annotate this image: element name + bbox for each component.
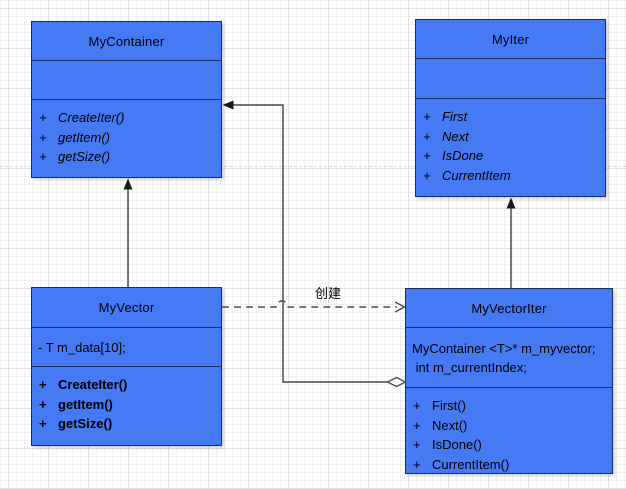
open-arrowhead-right-icon <box>394 301 407 313</box>
visibility-symbol: + <box>423 128 431 144</box>
class-methods: + First() + Next() + IsDone() + CurrentItem(… <box>406 388 612 474</box>
visibility-symbol: + <box>413 417 421 433</box>
arrowhead-up-icon <box>506 197 516 209</box>
aggregation-line[interactable] <box>232 104 388 383</box>
class-box-myiter[interactable]: MyIter + First + Next + IsDone + CurrentItem <box>415 19 606 197</box>
visibility-symbol: + <box>423 109 431 124</box>
arrowhead-up-icon <box>123 178 133 190</box>
visibility-symbol: + <box>39 416 47 431</box>
class-methods: + CreateIter() + getItem() + getSize() <box>32 100 221 167</box>
method-row: + IsDone <box>423 146 605 166</box>
class-attributes: MyContainer <T>* m_myvector; int m_curre… <box>406 328 612 388</box>
attribute-row: MyContainer <T>* m_myvector; <box>412 340 596 356</box>
class-name: MyContainer <box>32 22 221 61</box>
class-box-myvectoriter[interactable]: MyVectorIter MyContainer <T>* m_myvector… <box>405 288 613 474</box>
method-name: Next <box>442 128 469 144</box>
class-box-myvector[interactable]: MyVector - T m_data[10]; + CreateIter() +… <box>31 287 222 446</box>
visibility-symbol: + <box>413 456 421 472</box>
method-row: + CurrentItem() <box>413 455 612 475</box>
method-row: + CreateIter() <box>39 375 221 395</box>
class-methods: + CreateIter() + getItem() + getSize() <box>32 367 221 434</box>
method-row: + getItem() <box>39 395 221 415</box>
class-name: MyIter <box>416 20 605 59</box>
class-box-mycontainer[interactable]: MyContainer + CreateIter() + getItem() + ge… <box>31 21 222 178</box>
method-name: CreateIter() <box>58 377 128 392</box>
visibility-symbol: + <box>39 149 47 164</box>
method-row: + getSize() <box>39 147 221 167</box>
visibility-symbol: + <box>423 148 431 163</box>
method-row: + getSize() <box>39 414 221 434</box>
visibility-symbol: + <box>413 437 421 452</box>
method-name: getSize() <box>58 149 111 164</box>
arrowhead-left-icon <box>222 100 234 110</box>
method-row: + IsDone() <box>413 435 612 455</box>
method-name: CreateIter() <box>58 110 125 125</box>
method-name: IsDone <box>442 148 484 163</box>
method-row: + Next <box>423 127 605 147</box>
aggregation-myvectoriter-mycontainer[interactable] <box>222 100 407 388</box>
visibility-symbol: + <box>413 398 421 413</box>
method-row: + First <box>423 107 605 127</box>
dependency-myvector-myvectoriter[interactable] <box>222 300 407 313</box>
aggregation-diamond-icon <box>386 376 407 388</box>
method-row: + First() <box>413 396 612 416</box>
dependency-label: 创建 <box>315 286 342 301</box>
method-row: + CreateIter() <box>39 108 221 128</box>
method-row: + CurrentItem <box>423 166 605 186</box>
generalization-myvectoriter-myiter[interactable] <box>506 197 516 289</box>
visibility-symbol: + <box>423 167 431 183</box>
visibility-symbol: + <box>39 377 47 392</box>
visibility-symbol: + <box>39 129 47 145</box>
attribute-row: int m_currentIndex; <box>412 359 527 375</box>
method-name: CurrentItem <box>442 167 511 183</box>
method-name: getSize() <box>58 416 113 431</box>
visibility-symbol: + <box>39 396 47 412</box>
method-row: + Next() <box>413 416 612 436</box>
method-name: CurrentItem() <box>432 456 510 472</box>
class-attributes <box>32 61 221 100</box>
class-methods: + First + Next + IsDone + CurrentItem <box>416 99 605 185</box>
method-name: First() <box>432 398 466 413</box>
method-row: + getItem() <box>39 128 221 148</box>
method-name: IsDone() <box>432 437 482 452</box>
visibility-symbol: + <box>39 110 47 125</box>
generalization-myvector-mycontainer[interactable] <box>123 178 133 288</box>
method-name: Next() <box>432 417 468 433</box>
class-attributes: - T m_data[10]; <box>32 328 221 367</box>
method-name: getItem() <box>58 129 111 145</box>
method-name: getItem() <box>58 396 113 412</box>
class-name: MyVectorIter <box>406 289 612 328</box>
class-attributes <box>416 59 605 99</box>
method-name: First <box>442 109 468 124</box>
class-name: MyVector <box>32 288 221 328</box>
dependency-dashed-line[interactable] <box>222 300 397 308</box>
attribute-row: - T m_data[10]; <box>38 339 126 355</box>
